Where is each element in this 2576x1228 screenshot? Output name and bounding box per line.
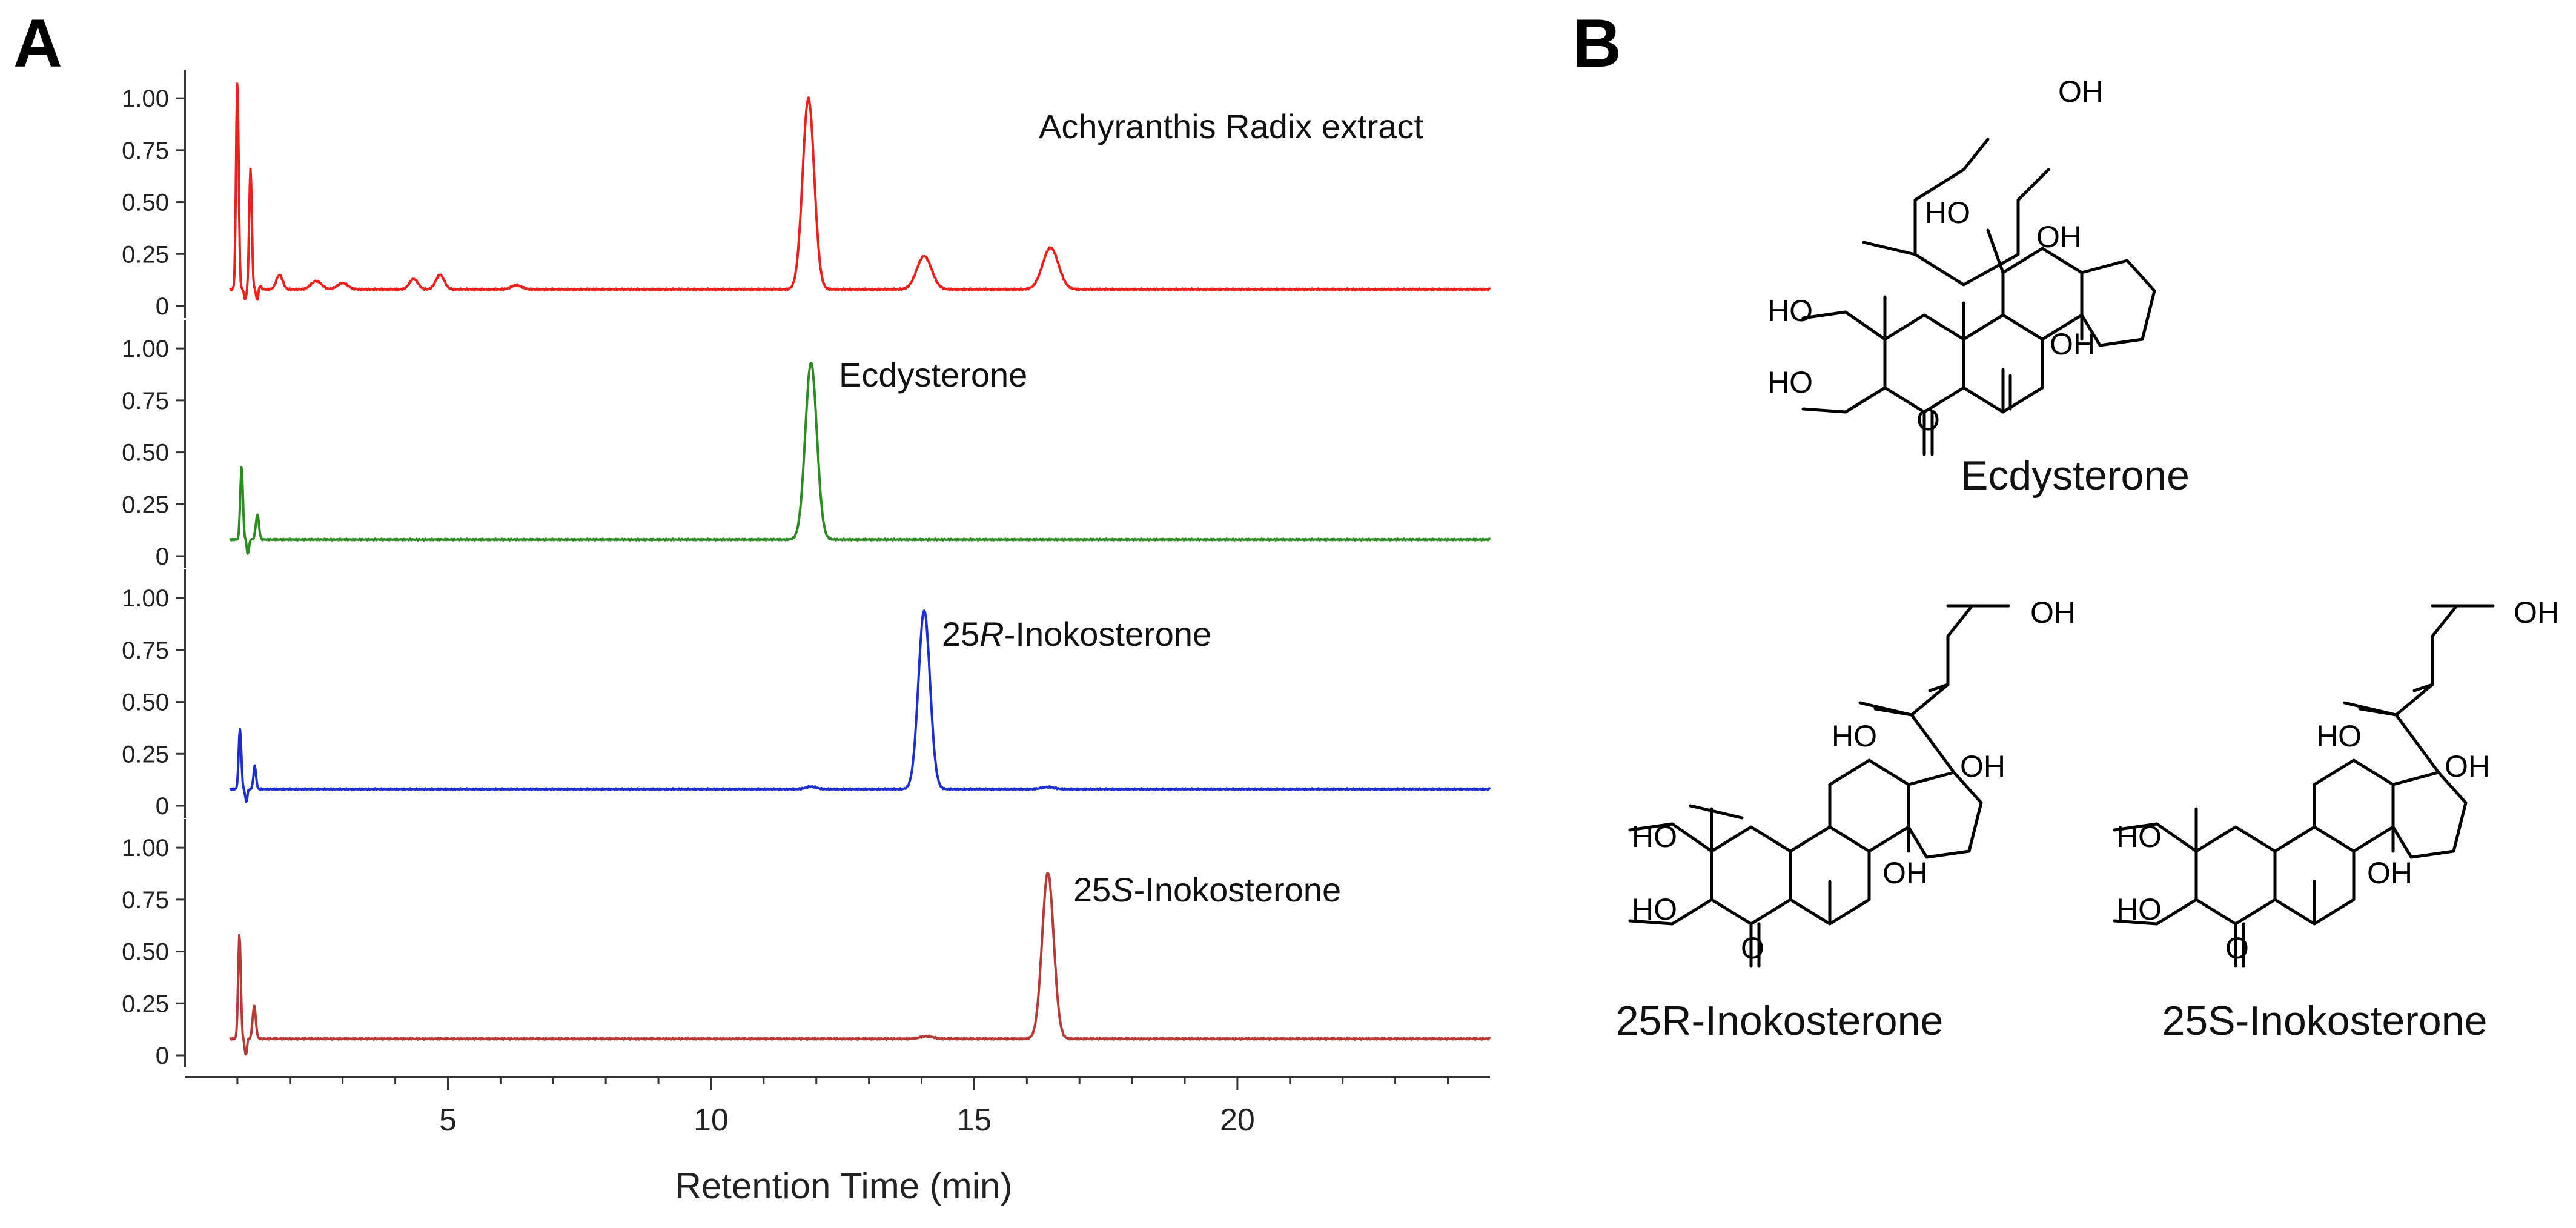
y-tick-label: 1.00 bbox=[122, 336, 169, 362]
ecd-ho-top: OH bbox=[2058, 75, 2104, 108]
s-oh-c14: OH bbox=[2367, 856, 2412, 890]
25s-inokosterone-structure bbox=[2113, 604, 2495, 968]
s-oh-top: OH bbox=[2514, 596, 2559, 629]
y-tick-label: 0.25 bbox=[122, 741, 169, 768]
s-ho-side: HO bbox=[2316, 719, 2362, 753]
r-ho-side: HO bbox=[1832, 719, 1877, 753]
x-tick-label: 10 bbox=[694, 1103, 729, 1138]
r-oh-c14: OH bbox=[1882, 856, 1928, 890]
25s-inokosterone-title: 25S-Inokosterone bbox=[2162, 998, 2488, 1044]
series-trace-3 bbox=[229, 609, 1491, 803]
panel-a-letter: A bbox=[13, 5, 62, 81]
x-tick-label: 5 bbox=[439, 1103, 457, 1138]
s-ho-a1: HO bbox=[2116, 820, 2162, 854]
y-tick-label: 0 bbox=[156, 793, 169, 820]
x-tick-label: 15 bbox=[957, 1103, 992, 1138]
y-tick-label: 0.75 bbox=[122, 637, 169, 664]
series-trace-2 bbox=[229, 362, 1491, 555]
y-tick-label: 0.25 bbox=[122, 991, 169, 1017]
ecd-ho-a2: HO bbox=[1767, 365, 1813, 399]
series-trace-4 bbox=[229, 872, 1491, 1056]
y-tick-label: 1.00 bbox=[122, 85, 169, 112]
ecd-o-ketone: O bbox=[1916, 403, 1940, 437]
y-tick-label: 0.50 bbox=[122, 190, 169, 216]
y-tick-label: 0 bbox=[156, 1043, 169, 1069]
y-tick-label: 0.50 bbox=[122, 689, 169, 716]
y-tick-label: 1.00 bbox=[122, 835, 169, 861]
x-tick-label: 20 bbox=[1220, 1103, 1255, 1138]
s-o-ketone: O bbox=[2225, 931, 2249, 965]
y-tick-label: 0.75 bbox=[122, 388, 169, 414]
r-oh-side: OH bbox=[1960, 749, 2005, 783]
ecdysterone-structure bbox=[1801, 138, 2156, 456]
trace-label-ecdysterone: Ecdysterone bbox=[839, 356, 1027, 394]
trace-label-25r: 25R-Inokosterone bbox=[942, 615, 1211, 653]
ecdysterone-title: Ecdysterone bbox=[1961, 453, 2190, 499]
r-ho-a1: HO bbox=[1632, 820, 1677, 854]
y-tick-label: 0 bbox=[156, 293, 169, 320]
y-tick-label: 0.25 bbox=[122, 241, 169, 268]
s-oh-side: OH bbox=[2445, 749, 2490, 783]
panel-b-letter: B bbox=[1572, 5, 1621, 81]
r-ho-a2: HO bbox=[1632, 892, 1677, 926]
chromatogram-chart: 1.00 0.75 0.50 0.25 0 Achyranthis Radix extra… bbox=[122, 70, 1491, 1138]
y-tick-label: 1.00 bbox=[122, 585, 169, 612]
x-axis-title: Retention Time (min) bbox=[675, 1166, 1013, 1206]
trace-label-25s: 25S-Inokosterone bbox=[1073, 871, 1341, 909]
y-tick-label: 0.75 bbox=[122, 887, 169, 914]
trace-label-extract: Achyranthis Radix extract bbox=[1039, 107, 1423, 145]
ecd-ho-side: HO bbox=[1925, 196, 1970, 230]
r-o-ketone: O bbox=[1741, 931, 1764, 965]
ecd-oh-side: OH bbox=[2036, 220, 2082, 254]
y-tick-label: 0.50 bbox=[122, 939, 169, 966]
25r-inokosterone-title: 25R-Inokosterone bbox=[1616, 998, 1944, 1044]
y-tick-label: 0.50 bbox=[122, 440, 169, 466]
ecd-oh-c14: OH bbox=[2050, 327, 2095, 361]
series-trace-1 bbox=[229, 82, 1491, 301]
25r-inokosterone-structure bbox=[1628, 604, 2010, 968]
y-tick-label: 0.75 bbox=[122, 138, 169, 164]
y-tick-label: 0.25 bbox=[122, 491, 169, 518]
r-oh-top: OH bbox=[2030, 596, 2076, 629]
ecd-ho-a1: HO bbox=[1767, 294, 1813, 328]
y-tick-label: 0 bbox=[156, 543, 169, 570]
s-ho-a2: HO bbox=[2116, 892, 2162, 926]
